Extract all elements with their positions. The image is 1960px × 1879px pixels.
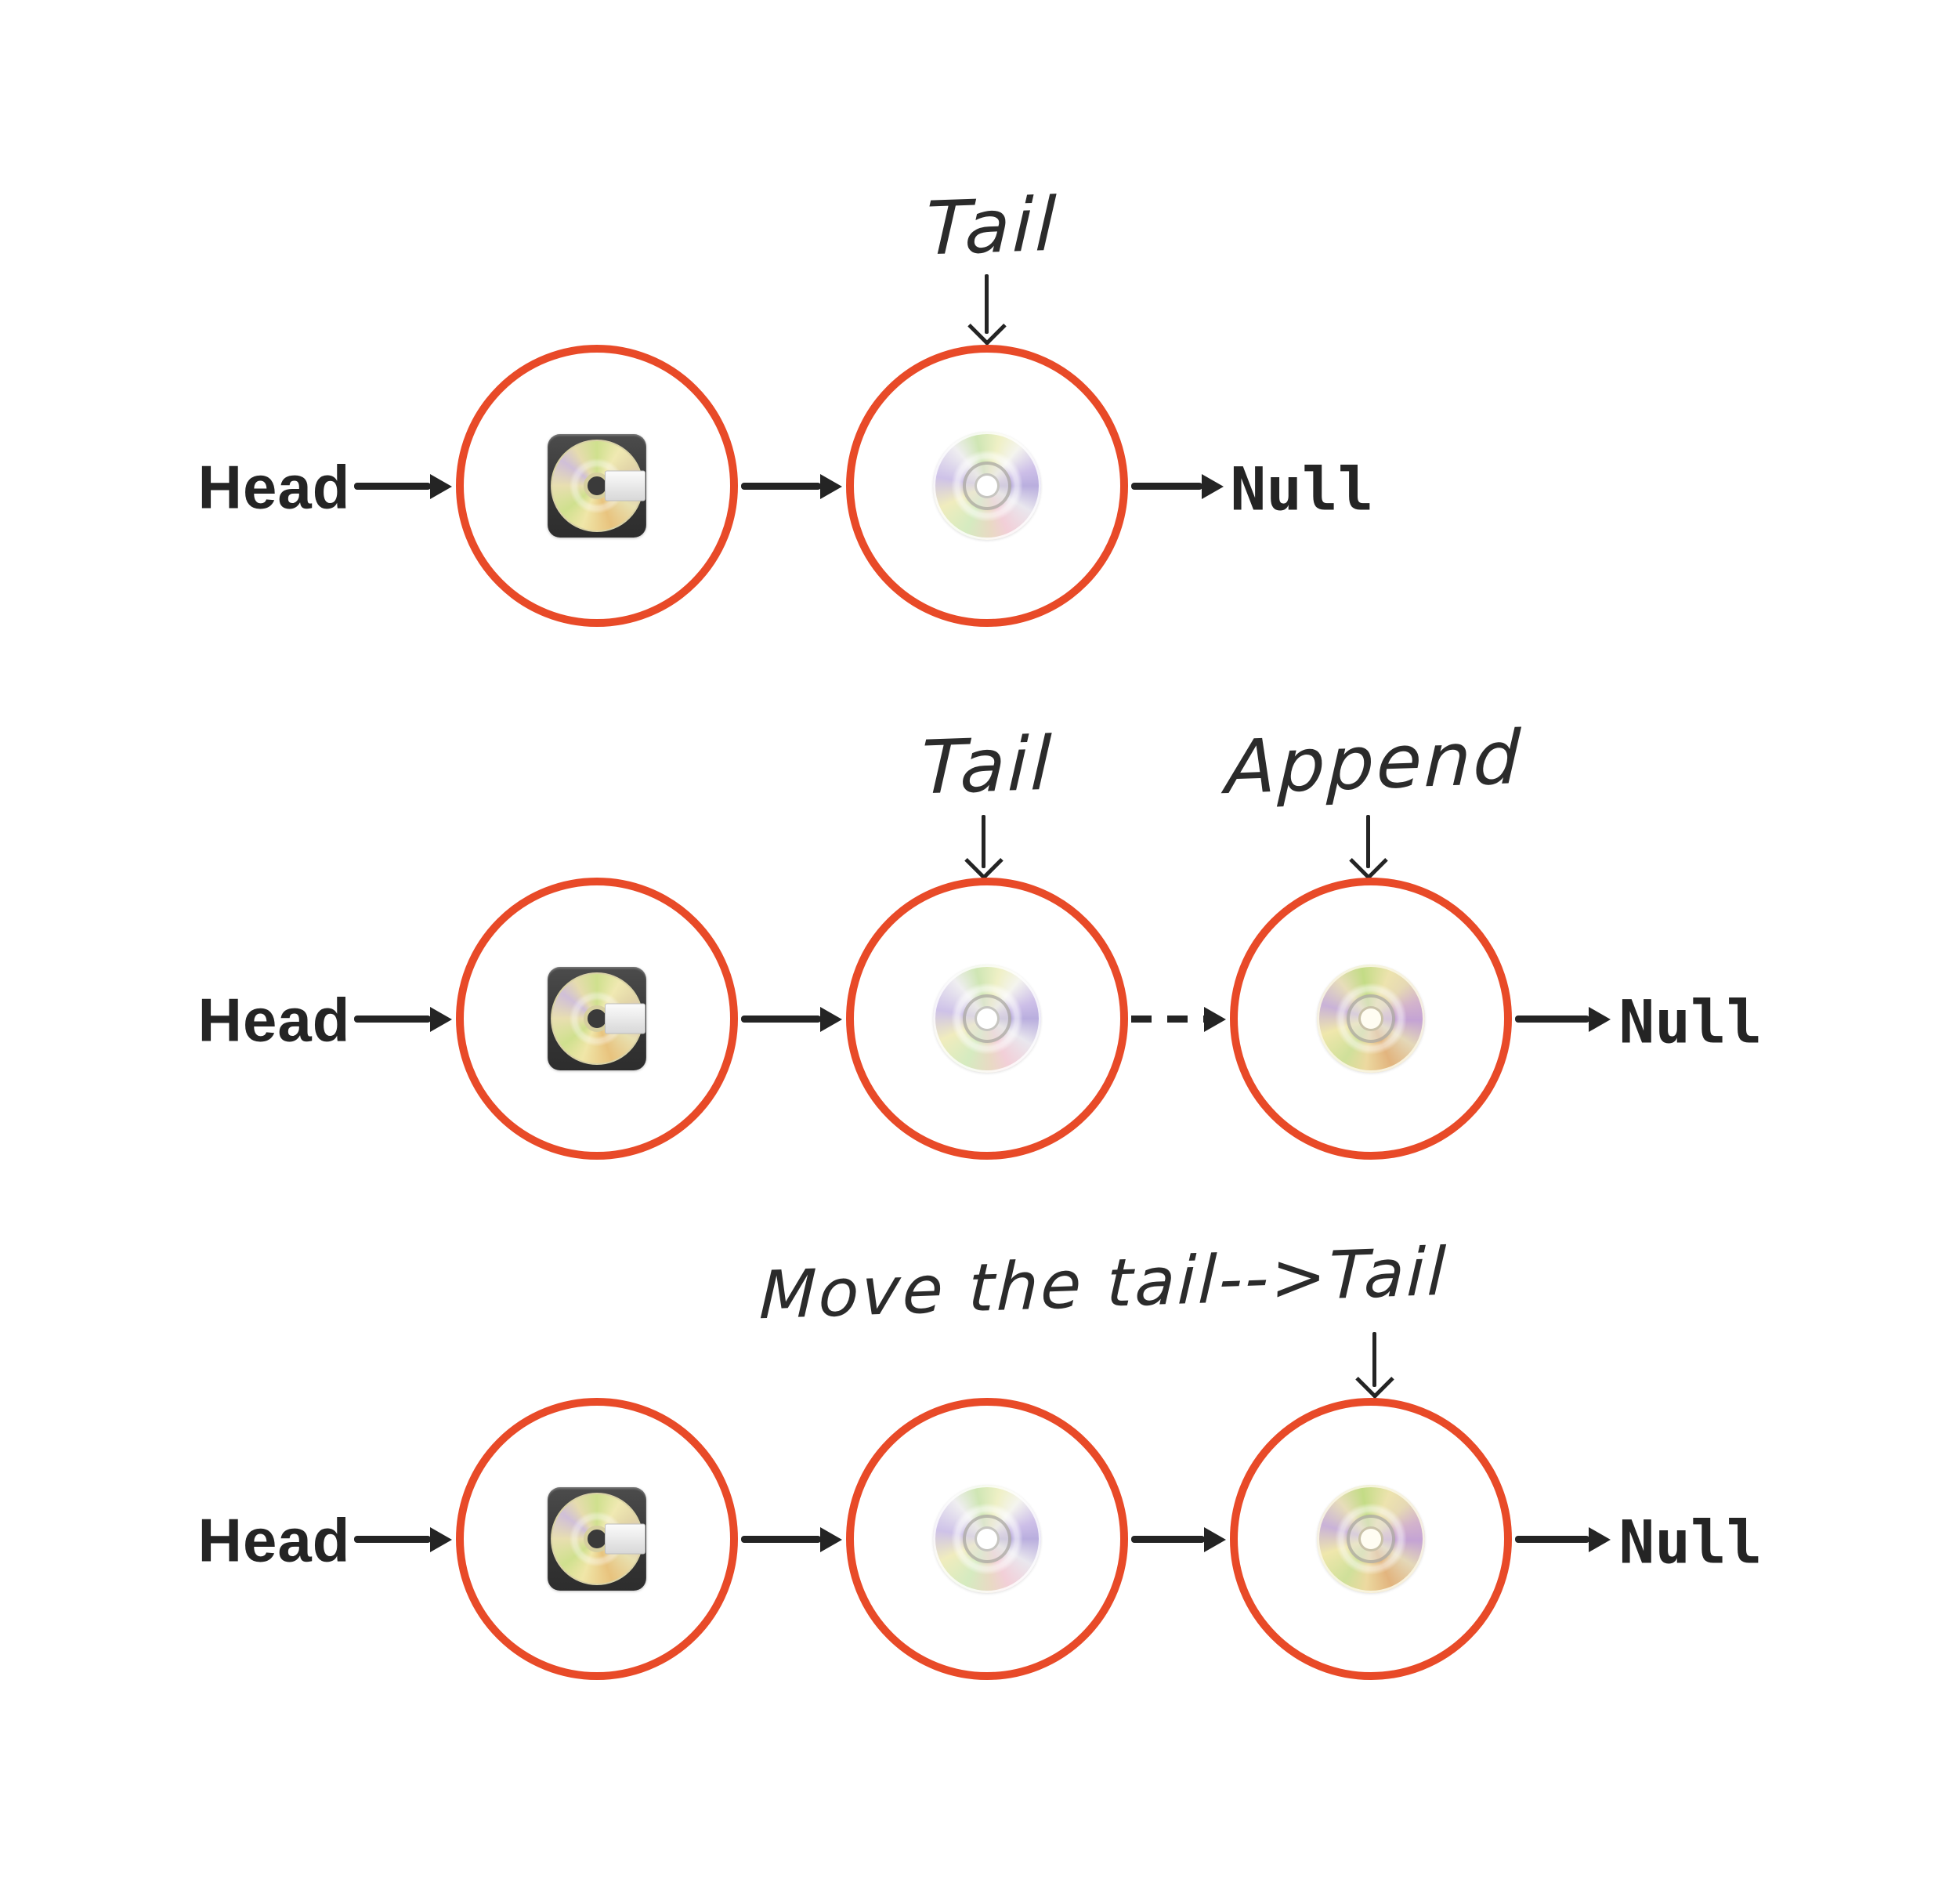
node-circle-row1-1 <box>456 345 738 627</box>
cd-icon <box>933 965 1041 1073</box>
dashed-append-arrow-row2 <box>1131 1016 1205 1023</box>
null-label-row2: Null <box>1618 987 1763 1057</box>
move-tail-label-row3: Move the tail-->Tail <box>758 1233 1450 1334</box>
node-circle-row1-2 <box>846 345 1128 627</box>
node-circle-row2-1 <box>456 878 738 1160</box>
head-arrow-row2 <box>354 1016 431 1023</box>
dvd-icon <box>1317 1485 1425 1593</box>
null-arrow-row1 <box>1131 483 1202 490</box>
next-pointer-arrow-row3-a <box>741 1536 821 1543</box>
append-label-row2: Append <box>1224 715 1524 812</box>
node-circle-row3-2 <box>846 1398 1128 1680</box>
next-pointer-arrow-row3-b <box>1131 1536 1205 1543</box>
tail-label-row1: Tail <box>924 182 1060 273</box>
head-arrow-row1 <box>354 483 431 490</box>
head-label-row2: Head <box>197 985 351 1055</box>
node-circle-row2-2 <box>846 878 1128 1160</box>
cd-icon <box>933 1485 1041 1593</box>
append-pointer-arrow-row2 <box>1366 815 1370 868</box>
minidisc-shutter <box>605 1523 645 1555</box>
null-label-row3: Null <box>1618 1507 1763 1577</box>
minidisc-shutter <box>605 470 645 501</box>
tail-pointer-arrow-row3 <box>1372 1332 1376 1387</box>
node-circle-row2-3 <box>1230 878 1512 1160</box>
tail-pointer-arrow-row1 <box>985 274 989 334</box>
dvd-icon <box>1317 965 1425 1073</box>
head-arrow-row3 <box>354 1536 431 1543</box>
node-circle-row3-1 <box>456 1398 738 1680</box>
minidisc-icon <box>548 434 646 538</box>
next-pointer-arrow-row2-a <box>741 1016 821 1023</box>
minidisc-shutter <box>605 1003 645 1034</box>
next-pointer-arrow-row1 <box>741 483 821 490</box>
minidisc-icon <box>548 1487 646 1591</box>
null-arrow-row3 <box>1515 1536 1589 1543</box>
null-arrow-row2 <box>1515 1016 1589 1023</box>
head-label-row3: Head <box>197 1505 351 1575</box>
minidisc-icon <box>548 967 646 1070</box>
node-circle-row3-3 <box>1230 1398 1512 1680</box>
tail-pointer-arrow-row2 <box>982 815 985 868</box>
cd-icon <box>933 432 1041 540</box>
tail-label-row2: Tail <box>919 721 1055 812</box>
null-label-row1: Null <box>1230 454 1374 524</box>
head-label-row1: Head <box>197 452 351 522</box>
